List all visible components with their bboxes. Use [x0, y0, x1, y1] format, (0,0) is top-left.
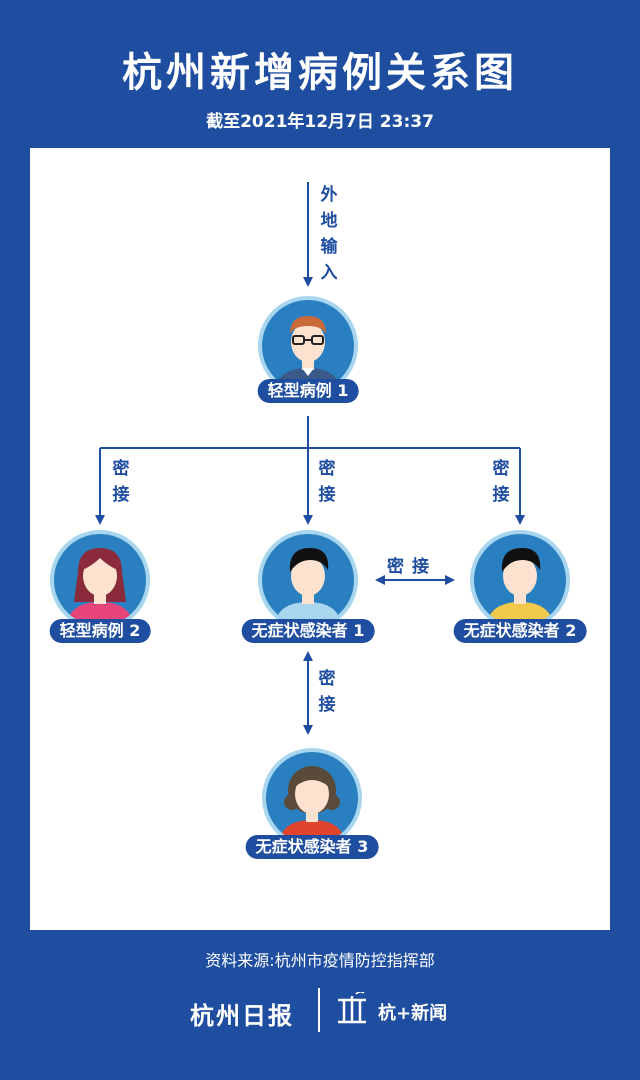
hang-news-logo-icon [338, 992, 366, 1024]
node-asym3-label: 无症状感染者 3 [245, 835, 379, 859]
page-title: 杭州新增病例关系图 [122, 50, 518, 96]
relation-lines [95, 182, 525, 735]
node-asym2-label: 无症状感染者 2 [453, 619, 587, 643]
data-source: 资料来源:杭州市疫情防控指挥部 [205, 951, 435, 970]
person-avatar-icon [470, 530, 570, 630]
node-case1-label: 轻型病例 1 [257, 379, 359, 403]
brand-divider [318, 988, 320, 1032]
contact-label-right: 密接 [492, 459, 510, 505]
footer-brands: 杭州日报 杭+新闻 [0, 986, 640, 1036]
import-label: 外地输入 [320, 185, 338, 283]
contact-label-bottom: 密接 [318, 669, 336, 715]
node-case2-label: 轻型病例 2 [49, 619, 151, 643]
contact-label-horizontal: 密接 [387, 557, 437, 577]
page-subtitle: 截至2021年12月7日 23:37 [206, 112, 434, 132]
node-case2 [48, 528, 152, 632]
brand-hangzhou-daily: 杭州日报 [190, 1001, 294, 1030]
diagram-panel: 外地输入 密接 密接 密接 密接 密接 轻型病例 1 轻型病例 2 无症状感染者… [30, 148, 610, 930]
brand-hang-news: 杭+新闻 [378, 1003, 448, 1024]
contact-label-mid: 密接 [318, 459, 336, 505]
person-avatar-icon [50, 530, 150, 630]
node-asym1 [256, 528, 360, 632]
person-avatar-icon [258, 530, 358, 630]
node-asym1-label: 无症状感染者 1 [241, 619, 375, 643]
node-asym2 [468, 528, 572, 632]
contact-label-left: 密接 [112, 459, 130, 505]
